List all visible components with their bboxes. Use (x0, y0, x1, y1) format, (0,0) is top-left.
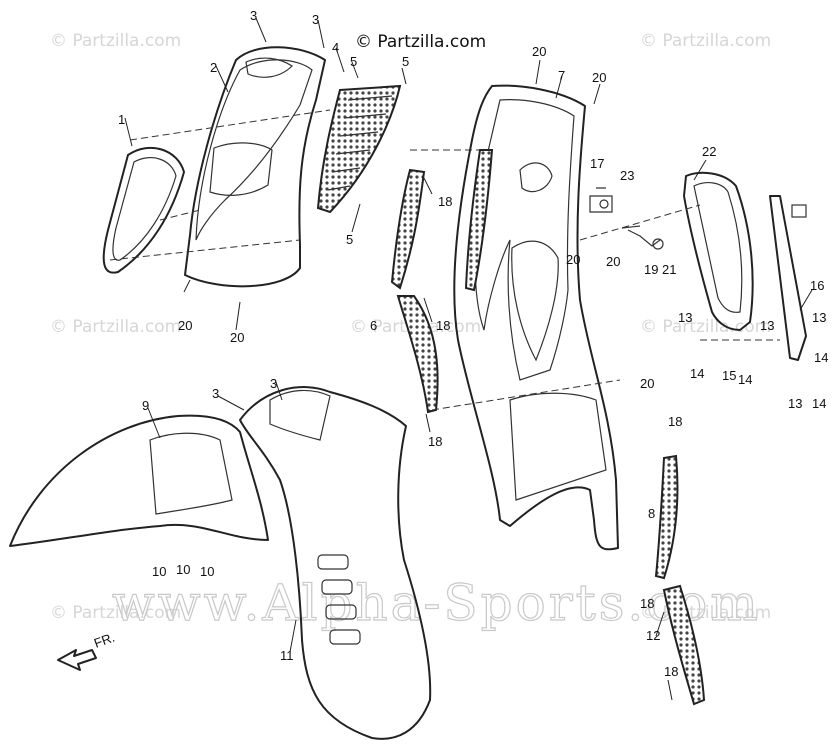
callout-18: 18 (664, 664, 678, 679)
part-9-front-fender (9, 414, 269, 547)
watermark: © Partzilla.com (640, 31, 771, 51)
callout-6: 6 (370, 318, 377, 333)
part-11-front-panel (239, 386, 432, 740)
part-2-front-cover (184, 46, 326, 288)
callout-18: 18 (668, 414, 682, 429)
callout-4: 4 (332, 40, 339, 55)
part-1-side-cover (102, 146, 185, 274)
callout-20: 20 (566, 252, 580, 267)
watermark: © Partzilla.com (640, 317, 771, 337)
callout-17: 17 (590, 156, 604, 171)
leader-lines (124, 17, 813, 701)
callout-13: 13 (760, 318, 774, 333)
callout-7: 7 (558, 68, 565, 83)
callout-10: 10 (176, 562, 190, 577)
callout-14: 14 (812, 396, 826, 411)
callout-16: 16 (810, 278, 824, 293)
callout-21: 21 (662, 262, 676, 277)
callout-10: 10 (200, 564, 214, 579)
callout-3: 3 (212, 386, 219, 401)
callout-2: 2 (210, 60, 217, 75)
direction-label: FR. (92, 630, 117, 651)
callout-15: 15 (722, 368, 736, 383)
callout-14: 14 (814, 350, 828, 365)
part-16-rail (769, 195, 807, 361)
callout-1: 1 (118, 112, 125, 127)
callout-3: 3 (270, 376, 277, 391)
part-4-grille (316, 84, 402, 214)
front-direction-arrow: FR. (57, 630, 117, 671)
callout-labels: 1 2 3 3 3 3 4 5 5 5 6 7 8 9 10 10 10 11 … (118, 8, 828, 679)
callout-18: 18 (428, 434, 442, 449)
bracket-hardware (589, 187, 664, 250)
watermark-alpha: www.Alpha-Sports.com (112, 574, 761, 632)
callout-12: 12 (646, 628, 660, 643)
callout-3: 3 (250, 8, 257, 23)
callout-20: 20 (230, 330, 244, 345)
callout-18: 18 (436, 318, 450, 333)
callout-11: 11 (280, 648, 294, 663)
callout-13: 13 (812, 310, 826, 325)
callout-20: 20 (592, 70, 606, 85)
callout-9: 9 (142, 398, 149, 413)
callout-5: 5 (402, 54, 409, 69)
callout-22: 22 (702, 144, 716, 159)
callout-20: 20 (178, 318, 192, 333)
watermark: © Partzilla.com (50, 317, 181, 337)
callout-5: 5 (346, 232, 353, 247)
callout-20: 20 (606, 254, 620, 269)
callout-13: 13 (678, 310, 692, 325)
watermark: © Partzilla.com (50, 603, 181, 623)
part-6-grille-strip (390, 168, 439, 414)
alignment-lines (109, 109, 780, 411)
callout-5: 5 (350, 54, 357, 69)
callout-13: 13 (788, 396, 802, 411)
copyright-label: © Partzilla.com (355, 32, 486, 52)
watermark: © Partzilla.com (50, 31, 181, 51)
part-22-side-cover (683, 171, 754, 331)
callout-18: 18 (438, 194, 452, 209)
part-7-leg-shield (453, 84, 619, 551)
callout-3: 3 (312, 12, 319, 27)
callout-10: 10 (152, 564, 166, 579)
callout-8: 8 (648, 506, 655, 521)
callout-18: 18 (640, 596, 654, 611)
callout-14: 14 (690, 366, 704, 381)
callout-20: 20 (640, 376, 654, 391)
callout-23: 23 (620, 168, 634, 183)
callout-20: 20 (532, 44, 546, 59)
callout-14: 14 (738, 372, 752, 387)
callout-19: 19 (644, 262, 658, 277)
part-12-grille-strip (654, 454, 706, 706)
